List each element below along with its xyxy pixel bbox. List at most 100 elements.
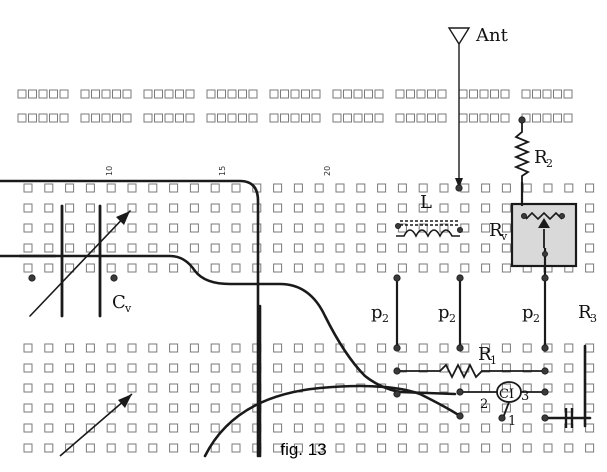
breadboard-hole [175,89,184,99]
breadboard-hole [189,343,199,353]
breadboard-hole [106,263,116,273]
breadboard-hole [439,343,449,353]
breadboard-hole [397,203,407,213]
breadboard-hole [293,263,303,273]
breadboard-hole [273,263,283,273]
breadboard-hole [44,343,54,353]
breadboard-hole [377,443,387,453]
breadboard-hole [293,363,303,373]
breadboard-hole [335,403,345,413]
breadboard-hole [273,443,283,453]
breadboard-hole [65,383,75,393]
breadboard-hole [44,223,54,233]
breadboard-hole [397,263,407,273]
breadboard-hole [314,403,324,413]
breadboard-hole [481,423,491,433]
breadboard-hole [406,113,415,123]
breadboard-hole [460,263,470,273]
breadboard-hole [374,113,384,123]
breadboard-hole [293,243,303,253]
breadboard-hole [148,343,158,353]
breadboard-hole [479,113,489,123]
breadboard-hole [23,263,33,273]
breadboard-hole [28,113,37,123]
breadboard-hole [210,223,220,233]
breadboard-hole [148,423,158,433]
breadboard-hole [106,183,116,193]
column-tick-15: 15 [218,166,227,176]
breadboard-hole [314,363,324,373]
breadboard-hole [238,113,247,123]
breadboard-hole [418,443,428,453]
breadboard-hole [127,183,137,193]
breadboard-hole [248,89,258,99]
breadboard-hole [169,443,179,453]
breadboard-hole [356,223,366,233]
breadboard-hole [564,343,574,353]
breadboard-hole [439,223,449,233]
breadboard-hole [169,343,179,353]
breadboard-hole [106,203,116,213]
breadboard-hole [65,443,75,453]
breadboard-hole [185,89,195,99]
wire-s-curve [0,254,457,396]
breadboard-hole [169,403,179,413]
breadboard-hole [356,183,366,193]
breadboard-hole [439,243,449,253]
breadboard-hole [65,263,75,273]
breadboard-hole [206,113,216,123]
breadboard-hole [585,183,595,193]
breadboard-hole [314,443,324,453]
breadboard-hole [101,89,111,99]
antenna-label: Ant [475,25,509,46]
p2-mid-label-sub: 2 [449,312,456,325]
breadboard-hole [479,89,489,99]
breadboard-hole [314,423,324,433]
breadboard-hole [501,243,511,253]
breadboard-hole [501,423,511,433]
breadboard-hole [553,113,562,123]
r3-label: R [578,302,592,323]
breadboard-hole [127,223,137,233]
breadboard-hole [23,183,33,193]
breadboard-hole [553,89,562,99]
breadboard-hole [439,183,449,193]
breadboard-hole [248,113,258,123]
breadboard-hole [273,343,283,353]
breadboard-hole [65,243,75,253]
breadboard-hole [106,383,116,393]
breadboard-hole [189,383,199,393]
breadboard-hole [293,223,303,233]
breadboard-hole [439,443,449,453]
breadboard-hole [273,183,283,193]
breadboard-hole [293,343,303,353]
breadboard-hole [314,223,324,233]
breadboard-hole [112,113,121,123]
breadboard-hole [164,89,174,99]
breadboard-hole [231,383,241,393]
breadboard-hole [418,223,428,233]
resistor-r2-icon [513,120,531,182]
breadboard-hole [217,89,226,99]
breadboard-hole [397,423,407,433]
breadboard-hole [543,443,553,453]
breadboard-hole [91,89,100,99]
breadboard-hole [44,243,54,253]
breadboard-hole [189,443,199,453]
breadboard-hole [356,343,366,353]
breadboard-hole [143,89,153,99]
breadboard-hole [273,423,283,433]
breadboard-hole [335,243,345,253]
breadboard-hole [85,423,95,433]
breadboard-hole [169,183,179,193]
breadboard-hole [314,263,324,273]
breadboard-hole [148,243,158,253]
breadboard-hole [148,203,158,213]
breadboard-hole [106,223,116,233]
breadboard-hole [101,113,111,123]
breadboard-hole [501,263,511,273]
breadboard-hole [210,343,220,353]
breadboard-hole [175,113,184,123]
breadboard-hole [439,423,449,433]
breadboard-hole [542,113,552,123]
